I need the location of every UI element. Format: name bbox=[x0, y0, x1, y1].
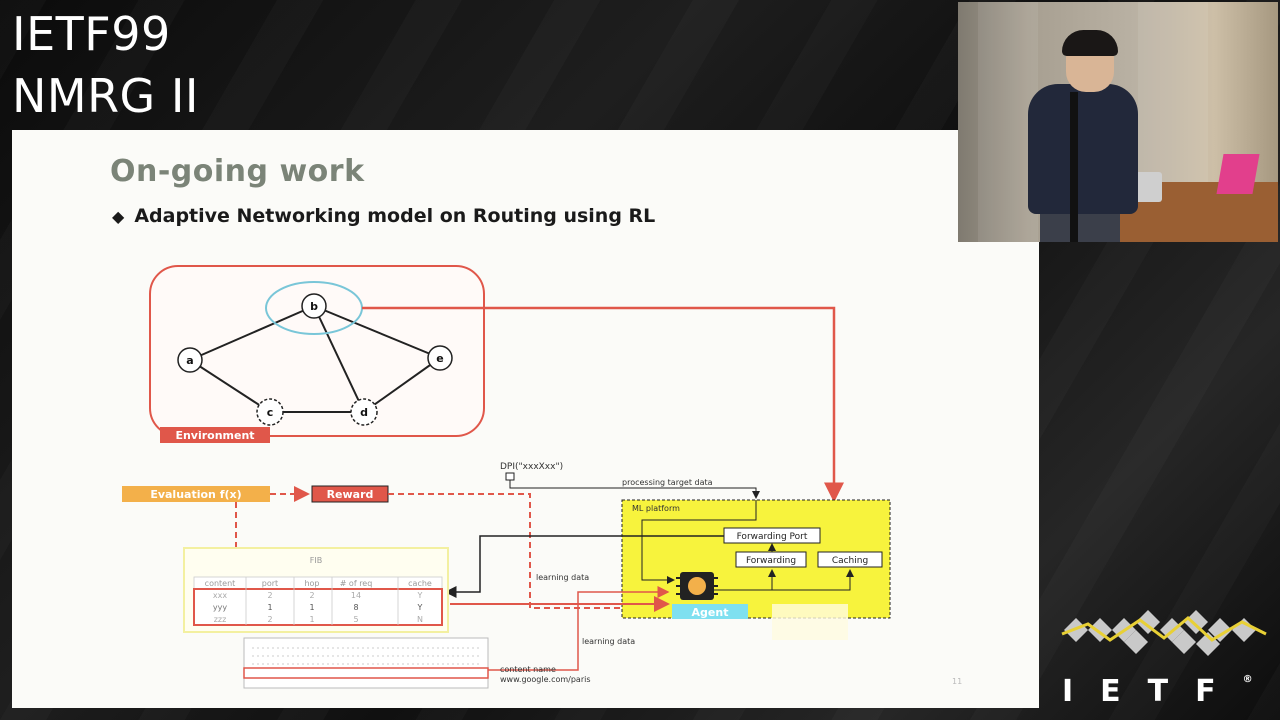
learning-data-label-1: learning data bbox=[536, 573, 589, 582]
packet-highlight bbox=[243, 667, 489, 679]
presentation-slide: On-going work ◆ Adaptive Networking model… bbox=[12, 130, 1039, 708]
fib-header-3: # of req bbox=[340, 579, 373, 588]
processing-label: processing target data bbox=[622, 478, 713, 487]
packet-box bbox=[243, 637, 489, 689]
fib-r0c4: Y bbox=[417, 591, 423, 600]
agent-chip-icon bbox=[676, 572, 718, 600]
fib-r1c0: yyy bbox=[213, 603, 227, 612]
stream-title-line2: NMRG II bbox=[12, 69, 199, 123]
stream-title-line1: IETF99 bbox=[12, 7, 171, 61]
dpi-port bbox=[505, 472, 515, 481]
agent-box bbox=[672, 604, 748, 619]
rl-routing-diagram: Environment a b c d e Evaluation f(x bbox=[122, 265, 962, 689]
fib-r1c4: Y bbox=[417, 603, 423, 612]
fib-r0c0: xxx bbox=[213, 591, 227, 600]
environment-label-box bbox=[160, 427, 270, 443]
graph-edges bbox=[189, 305, 441, 413]
content-name-label: content name bbox=[500, 665, 556, 674]
node-d: d bbox=[360, 406, 368, 419]
caching-box bbox=[817, 551, 883, 568]
ietf-logo-text: IETF® bbox=[1062, 674, 1253, 709]
url-label: www.google.com/paris bbox=[500, 675, 591, 684]
graph-nodes: a b c d e bbox=[177, 293, 453, 426]
fib-r0c1: 2 bbox=[267, 591, 272, 600]
ietf-logo bbox=[1061, 610, 1267, 656]
speaker-camera-feed bbox=[958, 2, 1278, 242]
fib-r0c2: 2 bbox=[309, 591, 314, 600]
dpi-label: DPI("xxxXxx") bbox=[500, 462, 563, 472]
ml-platform-label: ML platform bbox=[632, 504, 680, 513]
bullet-text: Adaptive Networking model on Routing usi… bbox=[134, 205, 656, 227]
reward-label: Reward bbox=[327, 488, 374, 501]
forwarding-port-label: Forwarding Port bbox=[737, 532, 808, 542]
fib-header-4: cache bbox=[408, 579, 432, 588]
node-b: b bbox=[310, 300, 318, 313]
fib-r0c3: 14 bbox=[351, 591, 361, 600]
node-e: e bbox=[436, 352, 443, 365]
fib-r1c3: 8 bbox=[353, 603, 358, 612]
fib-r2c0: zzz bbox=[214, 615, 227, 624]
environment-label: Environment bbox=[175, 429, 254, 442]
page-number: 11 bbox=[952, 677, 962, 686]
slide-bullet: ◆ Adaptive Networking model on Routing us… bbox=[112, 205, 655, 227]
agent-label: Agent bbox=[692, 606, 729, 619]
ietf-logo-letters: IETF bbox=[1062, 674, 1243, 709]
caching-label: Caching bbox=[832, 556, 868, 566]
node-a: a bbox=[186, 354, 193, 367]
fib-r2c4: N bbox=[417, 615, 423, 624]
fib-header-1: port bbox=[262, 579, 278, 588]
fib-header-0: content bbox=[205, 579, 236, 588]
blank-box bbox=[772, 604, 848, 640]
fib-r2c3: 5 bbox=[353, 615, 358, 624]
evaluation-label: Evaluation f(x) bbox=[150, 488, 241, 501]
fib-r2c1: 2 bbox=[267, 615, 272, 624]
fib-r1c1: 1 bbox=[267, 603, 272, 612]
fib-header-2: hop bbox=[304, 579, 319, 588]
fib-table: content port hop # of req cache xxx 2 2 … bbox=[193, 576, 443, 626]
b-to-platform-arrow bbox=[362, 306, 844, 503]
diamond-bullet-icon: ◆ bbox=[112, 207, 125, 226]
slide-title: On-going work bbox=[110, 154, 365, 189]
fib-r1c2: 1 bbox=[309, 603, 314, 612]
fib-caption: FIB bbox=[310, 556, 322, 565]
forwarding-box bbox=[735, 551, 807, 568]
learning-data-label-2: learning data bbox=[582, 637, 635, 646]
evaluation-box bbox=[122, 486, 270, 502]
forwarding-label: Forwarding bbox=[746, 556, 796, 566]
fib-r2c2: 1 bbox=[309, 615, 314, 624]
node-c: c bbox=[267, 406, 274, 419]
